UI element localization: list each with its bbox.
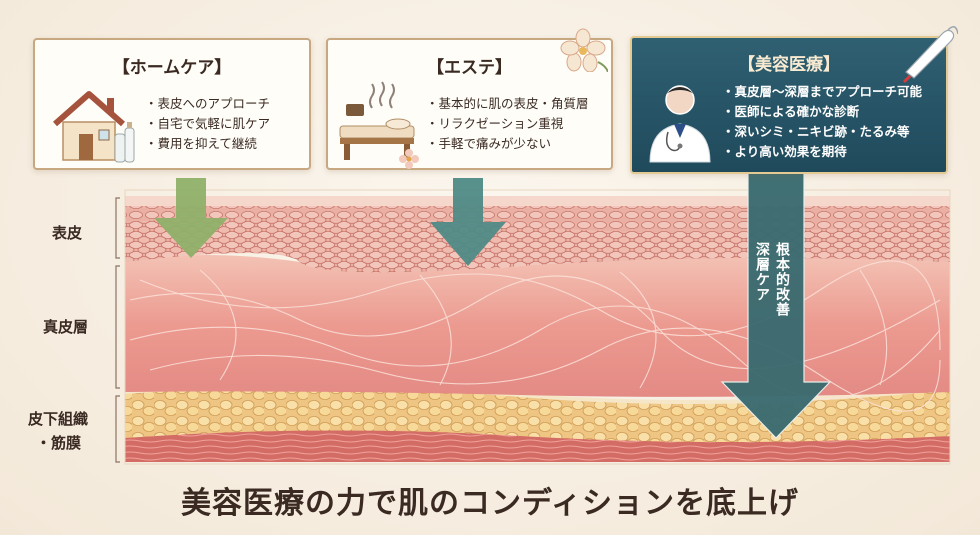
list-item: 費用を抑えて継続 — [145, 134, 270, 154]
list-item: 医師による確かな診断 — [722, 102, 922, 122]
medical-bullets: 真皮層～深層までアプローチ可能 医師による確かな診断 深いシミ・ニキビ跡・たるみ… — [722, 82, 923, 162]
home-care-card: 【ホームケア】 表皮へのアプローチ 自宅で気軽に肌ケア 費用を抑えて継続 — [33, 38, 311, 170]
flower-icon — [560, 28, 608, 72]
list-item: 深いシミ・ニキビ跡・たるみ等 — [722, 122, 922, 142]
small-flower-icon — [399, 149, 419, 169]
home-care-bullets: 表皮へのアプローチ 自宅で気軽に肌ケア 費用を抑えて継続 — [145, 94, 271, 154]
medical-arrow-label-2: 深層ケア — [754, 242, 770, 302]
laser-device-icon — [902, 26, 958, 84]
footer-title: 美容医療の力で肌のコンディションを底上げ — [181, 486, 799, 521]
medical-arrow — [720, 171, 832, 439]
esthe-bullets: 基本的に肌の表皮・角質層 リラクゼーション重視 手軽で痛みが少ない — [426, 94, 589, 154]
layer-label-epidermis: 表皮 — [52, 224, 83, 242]
home-care-title: 【ホームケア】 — [112, 58, 232, 78]
doctor-icon — [649, 85, 711, 163]
list-item: より高い効果を期待 — [722, 142, 922, 162]
esthe-card: 【エステ】 基本的 — [326, 28, 613, 170]
list-item: 手軽で痛みが少ない — [426, 134, 589, 154]
home-care-arrow — [154, 178, 228, 258]
medical-arrow-label-1: 根本的改善 — [774, 242, 790, 317]
medical-card: 【美容医療】 真皮層～深層までアプローチ可能 医師による確かな診断 深いシミ・ニ… — [630, 26, 958, 174]
house-icon — [53, 91, 135, 163]
list-item: 基本的に肌の表皮・角質層 — [426, 94, 589, 114]
list-item: 自宅で気軽に肌ケア — [145, 114, 271, 134]
medical-title: 【美容医療】 — [738, 55, 840, 75]
list-item: 表皮へのアプローチ — [145, 94, 271, 114]
layer-label-subcutis-2: ・筋膜 — [36, 434, 82, 452]
esthe-title: 【エステ】 — [427, 58, 512, 78]
layer-label-dermis: 真皮層 — [43, 318, 89, 336]
list-item: 真皮層～深層までアプローチ可能 — [722, 82, 923, 102]
layer-label-subcutis-1: 皮下組織 — [28, 410, 89, 428]
list-item: リラクゼーション重視 — [426, 114, 589, 134]
esthe-arrow — [430, 178, 506, 266]
